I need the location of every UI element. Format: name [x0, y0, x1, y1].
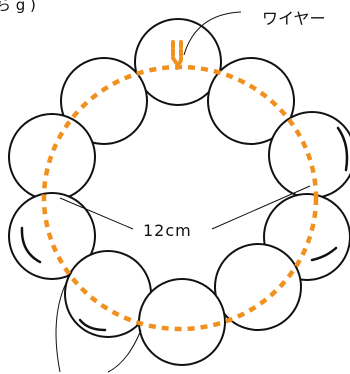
bead-bottom — [138, 278, 226, 366]
bead-highlight-upper-right — [336, 126, 349, 172]
wire-ring — [41, 64, 319, 332]
bead-top-right — [207, 57, 295, 145]
bottom-leader-line-right — [107, 329, 142, 373]
bead-highlight-lower-left — [20, 226, 42, 264]
bead-bottom-right — [214, 243, 302, 331]
wire-label: ワイヤー — [262, 9, 326, 28]
wire-end-right — [175, 40, 183, 70]
diameter-label: 12cm — [143, 221, 192, 240]
diameter-line-left — [59, 197, 134, 230]
wire-end-left — [171, 40, 180, 68]
bead-highlight-lower-right — [310, 246, 338, 262]
diameter-line-right — [211, 185, 311, 230]
wire-label-leader-line — [183, 11, 242, 56]
bottom-leader-line-left — [55, 271, 73, 373]
bead-highlight-bottom-left — [78, 318, 107, 332]
top-left-text-fragment: ら g ) — [0, 0, 36, 14]
